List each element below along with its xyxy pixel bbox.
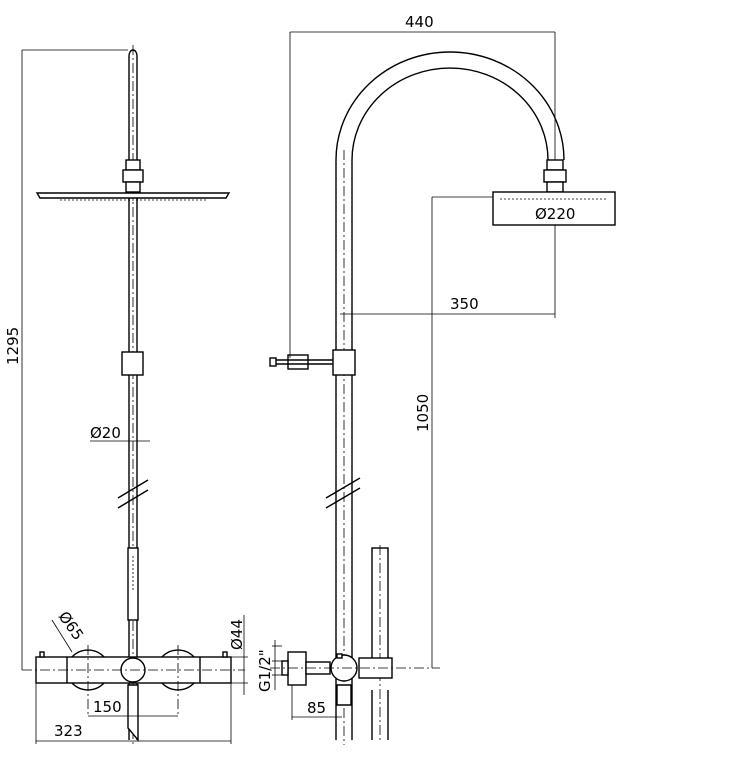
dim-body-width: 323 [54, 722, 83, 740]
dim-total-height: 1295 [4, 327, 22, 365]
dim-knob-diameter: Ø65 [55, 608, 87, 644]
side-view: Ø220 G1/2" 85 [256, 13, 616, 745]
wall-bracket [332, 349, 356, 376]
dim-inlet-thread: G1/2" [256, 649, 274, 692]
dim-head-offset: 350 [450, 295, 479, 313]
dim-arm-reach: 440 [405, 13, 434, 31]
dim-wall-projection: 85 [307, 699, 326, 717]
front-view: 1295 Ø20 Ø65 Ø44 150 323 [4, 45, 248, 745]
dim-body-diameter: Ø44 [228, 619, 246, 650]
shower-head-side [492, 191, 616, 226]
dim-knob-spacing: 150 [93, 698, 122, 716]
shower-head-front [35, 192, 231, 199]
gooseneck-arm [335, 51, 565, 740]
dim-riser-diameter: Ø20 [90, 424, 121, 442]
dim-head-height: 1050 [414, 394, 432, 432]
dim-head-diameter: Ø220 [535, 205, 575, 223]
sliding-bracket [121, 351, 144, 376]
